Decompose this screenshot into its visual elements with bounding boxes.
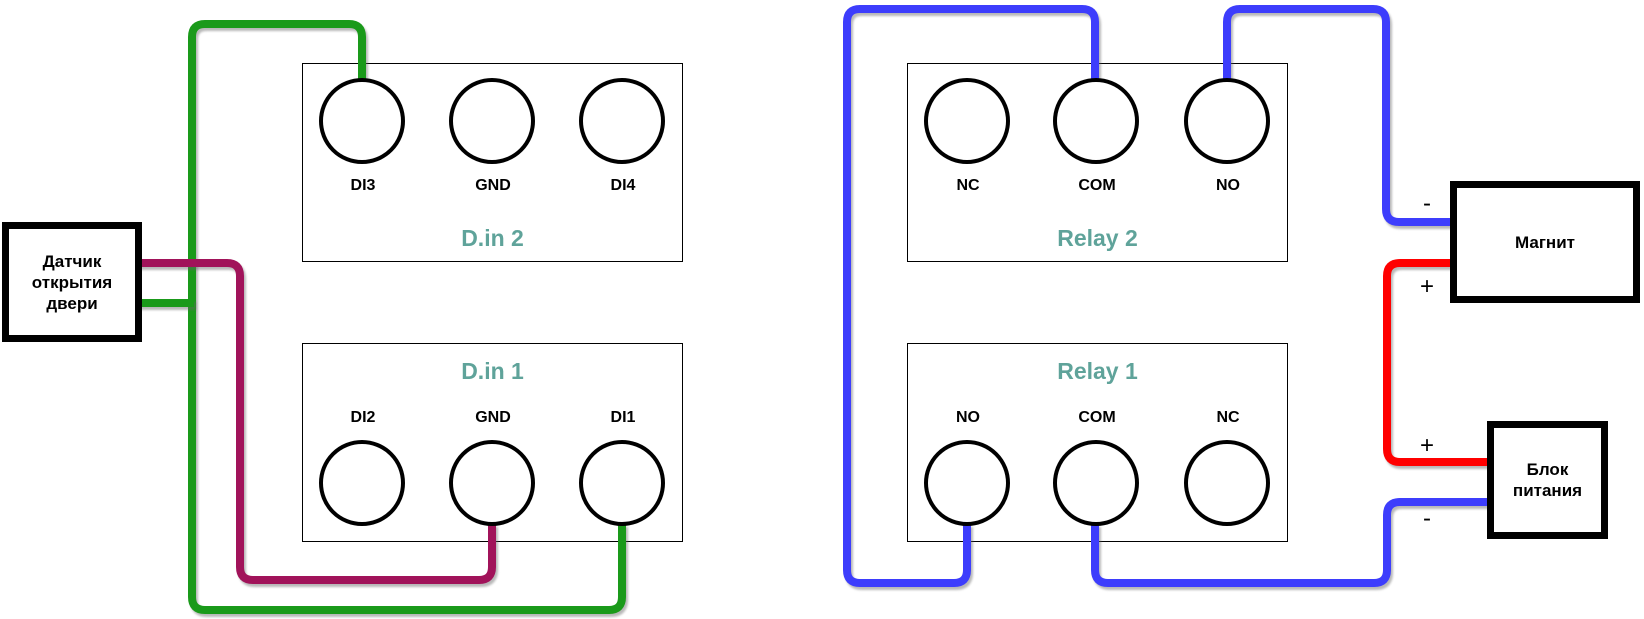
- module-title-relay1: Relay 1: [1057, 358, 1138, 384]
- terminal-label-no-relay2: NO: [1216, 177, 1240, 194]
- terminal-label-di1: DI1: [610, 409, 636, 426]
- module-box-relay2: Relay 2 NC COM NO: [907, 63, 1288, 262]
- module-title-din1: D.in 1: [461, 358, 524, 384]
- terminal-label-nc-relay2: NC: [956, 177, 980, 194]
- device-magnet-label: Магнит: [1515, 232, 1575, 252]
- magnet-minus-label: -: [1423, 190, 1431, 217]
- module-box-relay1: Relay 1 NO COM NC: [907, 343, 1288, 542]
- device-power-supply-label: Блок питания: [1512, 460, 1583, 500]
- terminal-label-no-relay1: NO: [956, 409, 980, 426]
- psu-minus-label: -: [1423, 505, 1431, 532]
- device-door-sensor-label: Датчик открытия двери: [31, 251, 113, 313]
- terminal-label-di2: DI2: [350, 409, 376, 426]
- terminal-label-di4: DI4: [610, 177, 636, 194]
- terminal-label-gnd-din2: GND: [475, 177, 511, 194]
- terminal-label-com-relay1: COM: [1078, 409, 1116, 426]
- terminal-label-com-relay2: COM: [1078, 177, 1116, 194]
- module-title-din2: D.in 2: [461, 225, 524, 251]
- module-box-din2: D.in 2 DI3 GND DI4: [302, 63, 683, 262]
- module-box-din1: D.in 1 DI2 GND DI1: [302, 343, 683, 542]
- terminal-label-gnd-din1: GND: [475, 409, 511, 426]
- magnet-plus-label: +: [1419, 273, 1435, 300]
- psu-plus-label: +: [1419, 432, 1435, 459]
- device-power-supply: Блок питания: [1487, 421, 1608, 539]
- device-magnet: Магнит: [1450, 181, 1640, 303]
- device-door-sensor: Датчик открытия двери: [2, 222, 142, 342]
- terminal-label-nc-relay1: NC: [1216, 409, 1240, 426]
- module-title-relay2: Relay 2: [1057, 225, 1138, 251]
- terminal-label-di3: DI3: [350, 177, 376, 194]
